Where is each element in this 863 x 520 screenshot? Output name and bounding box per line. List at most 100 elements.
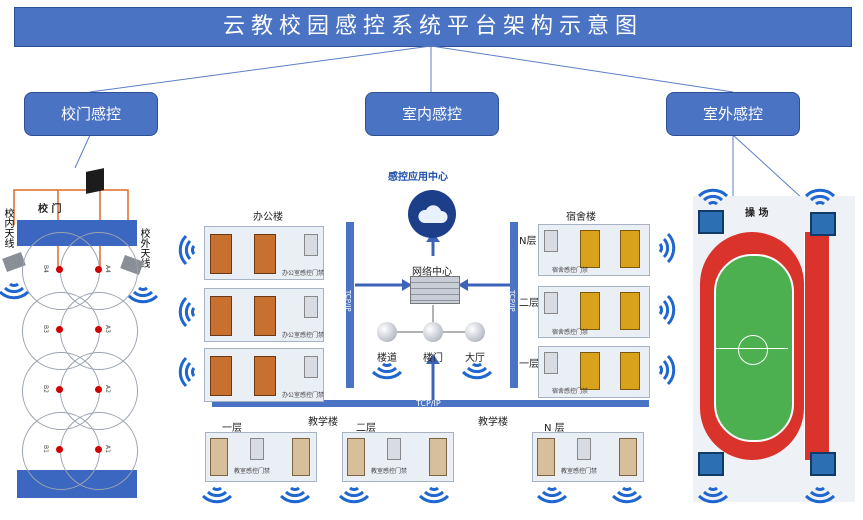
point-label: B2	[42, 385, 49, 393]
reader-icon	[304, 356, 318, 378]
antenna-box-icon	[810, 212, 836, 236]
antenna-box-icon	[698, 452, 724, 476]
tcp-bus-left	[346, 222, 354, 388]
point-label: A1	[104, 445, 111, 453]
antenna-box-icon	[810, 452, 836, 476]
door-icon	[347, 438, 365, 476]
office-building-label: 办公楼	[253, 212, 283, 223]
sensor-node-icon	[465, 322, 485, 342]
tiny-label: 宿舍感控门禁	[552, 267, 589, 274]
tcp-bus	[212, 400, 649, 407]
category-indoor: 室内感控	[365, 92, 499, 136]
tcp-label: TCP/IP	[508, 290, 516, 312]
gate-label: 校 门	[38, 204, 62, 215]
door-icon	[580, 230, 600, 268]
category-outdoor: 室外感控	[666, 92, 800, 136]
reader-icon	[544, 230, 558, 252]
reader-icon	[577, 438, 591, 460]
gate-wire	[13, 189, 58, 225]
tiny-label: 办公室感控门禁	[282, 270, 325, 277]
tcp-bus-right	[510, 222, 518, 388]
inner-antenna-label: 校内天线	[2, 208, 13, 248]
door-icon	[619, 438, 637, 476]
sensor-dot	[56, 326, 63, 333]
page-title: 云教校园感控系统平台架构示意图	[14, 7, 852, 47]
arrowhead	[426, 354, 440, 364]
connector-line	[430, 45, 734, 93]
sensor-dot	[56, 266, 63, 273]
teaching-floor-label: 二层	[356, 423, 376, 434]
door-icon	[620, 292, 640, 330]
reader-icon	[544, 292, 558, 314]
playground-label: 操 场	[745, 208, 769, 219]
node-label: 大厅	[465, 353, 485, 364]
sensor-dot	[56, 386, 63, 393]
door-icon	[210, 296, 232, 336]
point-label: B4	[42, 265, 49, 273]
node-label: 楼道	[377, 353, 397, 364]
network-center-label: 网络中心	[412, 267, 452, 278]
sensor-node-icon	[423, 322, 443, 342]
door-icon	[210, 438, 228, 476]
reader-icon	[544, 352, 558, 374]
reader-icon	[304, 296, 318, 318]
door-icon	[254, 234, 276, 274]
point-label: A4	[104, 265, 111, 273]
door-icon	[580, 352, 600, 390]
tiny-label: 教室感控门禁	[561, 468, 598, 475]
teaching-building-label: 教学楼	[308, 417, 338, 428]
tiny-label: 教室感控门禁	[234, 468, 271, 475]
sensor-dot	[95, 326, 102, 333]
door-icon	[292, 438, 310, 476]
server-icon	[410, 276, 460, 304]
dorm-floor-label: N层	[519, 236, 537, 247]
door-icon	[580, 292, 600, 330]
point-label: A2	[104, 385, 111, 393]
reader-icon	[304, 234, 318, 256]
door-icon	[210, 356, 232, 396]
point-label: B1	[42, 445, 49, 453]
point-label: B3	[42, 325, 49, 333]
dorm-building-label: 宿舍楼	[566, 212, 596, 223]
tiny-label: 教室感控门禁	[371, 468, 408, 475]
outer-antenna-label: 校外天线	[138, 228, 149, 268]
reader-icon	[250, 438, 264, 460]
category-campus-gate: 校门感控	[24, 92, 158, 136]
tiny-label: 办公室感控门禁	[282, 332, 325, 339]
sensor-node-icon	[377, 322, 397, 342]
tiny-label: 办公室感控门禁	[282, 392, 325, 399]
door-icon	[620, 230, 640, 268]
tiny-label: 宿舍感控门禁	[552, 388, 589, 395]
dorm-floor-label: 二层	[519, 298, 539, 309]
door-icon	[254, 356, 276, 396]
center-circle	[738, 335, 768, 365]
sensor-dot	[95, 446, 102, 453]
teaching-building-label: 教学楼	[478, 417, 508, 428]
halfway-line	[716, 348, 788, 349]
tiny-label: 宿舍感控门禁	[552, 329, 589, 336]
sensor-dot	[95, 266, 102, 273]
point-label: A3	[104, 325, 111, 333]
door-icon	[537, 438, 555, 476]
arrowhead	[402, 279, 412, 291]
tcp-bus-label: TCP/IP	[416, 399, 441, 408]
teaching-floor-label: 一层	[222, 423, 242, 434]
tcp-label: TCP/IP	[344, 290, 352, 312]
node-label: 楼门	[423, 353, 443, 364]
center-label: 感控应用中心	[388, 172, 448, 183]
connector-line	[74, 134, 91, 169]
dorm-floor-label: 一层	[519, 359, 539, 370]
gate-controller-icon	[86, 168, 104, 194]
sensor-dot	[56, 446, 63, 453]
straight-track	[804, 232, 830, 460]
door-icon	[210, 234, 232, 274]
door-icon	[620, 352, 640, 390]
cloud-icon	[408, 190, 456, 238]
door-icon	[254, 296, 276, 336]
antenna-box-icon	[698, 210, 724, 234]
sensor-dot	[95, 386, 102, 393]
reader-icon	[387, 438, 401, 460]
connector-line	[89, 45, 432, 93]
arrowhead	[458, 279, 468, 291]
teaching-floor-label: N 层	[544, 423, 565, 434]
